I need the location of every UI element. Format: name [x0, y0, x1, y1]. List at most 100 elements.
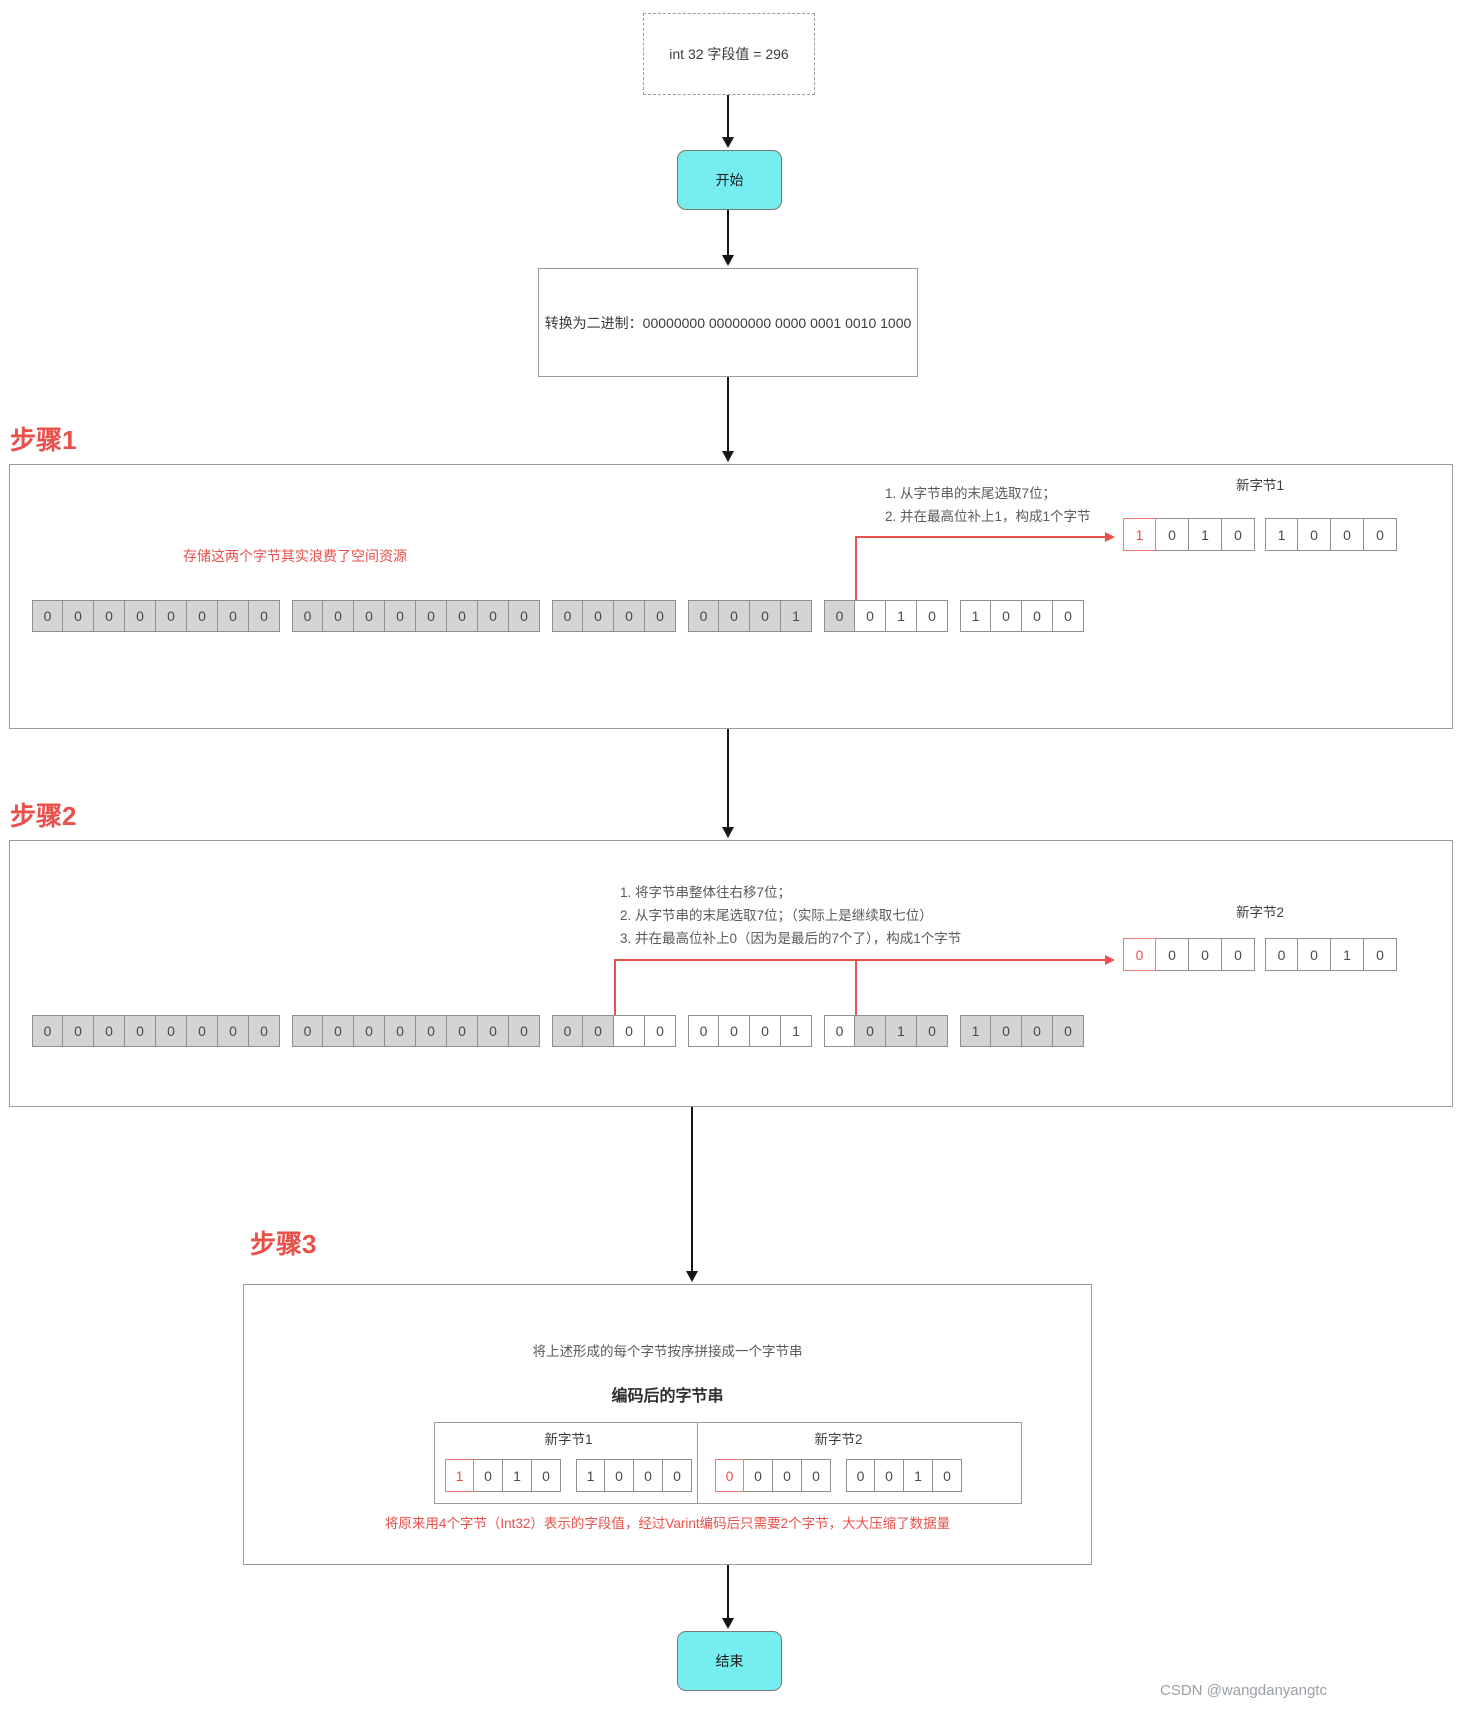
bit-cell: 0 [802, 1459, 831, 1492]
bit-cell: 1 [904, 1459, 933, 1492]
bit-cell: 0 [1265, 938, 1298, 971]
bit-cell: 0 [474, 1459, 503, 1492]
step2-selection-line-vertical-2 [855, 959, 857, 1015]
encoded-bytes-container [434, 1422, 1022, 1504]
bit-cell: 0 [1053, 1015, 1084, 1047]
step2-title: 步骤2 [10, 801, 77, 831]
flow-arrow-step1-to-step2 [722, 729, 734, 838]
step3-concat-text: 将上述形成的每个字节按序拼接成一个字节串 [532, 1344, 803, 1359]
bit-cell: 0 [875, 1459, 904, 1492]
bit-cell: 0 [991, 600, 1022, 632]
bit-cell: 1 [1265, 518, 1298, 551]
bit-cell: 0 [1222, 938, 1255, 971]
bit-cell: 1 [1331, 938, 1364, 971]
bit-cell: 0 [249, 600, 280, 632]
step2-selection-arrowhead [1105, 955, 1115, 965]
bit-cell: 0 [323, 600, 354, 632]
bit-cell: 0 [773, 1459, 802, 1492]
bit-cell: 0 [218, 1015, 249, 1047]
bit-cell: 1 [445, 1459, 474, 1492]
bit-cell: 0 [156, 1015, 187, 1047]
step2-notes: 1. 将字节串整体往右移7位； 2. 从字节串的末尾选取7位；（实际上是继续取七… [620, 881, 961, 950]
bit-cell: 0 [552, 600, 583, 632]
bit-cell: 1 [960, 1015, 991, 1047]
step3-summary-note: 将原来用4个字节（Int32）表示的字段值，经过Varint编码后只需要2个字节… [384, 1516, 951, 1531]
step2-note-line-1: 1. 将字节串整体往右移7位； [620, 885, 792, 900]
step2-note-line-3: 3. 并在最高位补上0（因为是最后的7个了），构成1个字节 [620, 931, 962, 946]
bit-cell: 0 [917, 600, 948, 632]
bit-cell: 0 [32, 600, 63, 632]
bit-cell: 0 [688, 600, 719, 632]
bit-cell: 0 [933, 1459, 962, 1492]
bit-cell: 0 [1298, 518, 1331, 551]
step1-selection-line-horizontal [855, 536, 1105, 538]
watermark: CSDN @wangdanyangtc [1160, 1682, 1327, 1699]
bit-cell: 0 [855, 1015, 886, 1047]
bit-cell: 0 [447, 600, 478, 632]
binary-conversion-box: 转换为二进制：00000000 00000000 0000 0001 0010 … [538, 268, 918, 377]
bit-cell: 1 [960, 600, 991, 632]
bit-cell: 0 [917, 1015, 948, 1047]
bit-cell: 1 [781, 1015, 812, 1047]
bit-cell: 0 [125, 600, 156, 632]
flow-arrow-binary-to-step1 [722, 377, 734, 462]
end-node: 结束 [677, 1631, 782, 1691]
bit-cell: 0 [292, 600, 323, 632]
step1-note-line-2: 2. 并在最高位补上1，构成1个字节 [885, 509, 1091, 524]
bit-cell: 0 [187, 600, 218, 632]
bit-cell: 0 [744, 1459, 773, 1492]
bit-cell: 0 [292, 1015, 323, 1047]
bit-cell: 0 [509, 1015, 540, 1047]
bit-cell: 0 [614, 600, 645, 632]
int32-value-label: int 32 字段值 = 296 [669, 46, 789, 62]
flow-arrow-step3-to-end [722, 1565, 734, 1629]
bit-cell: 0 [719, 1015, 750, 1047]
bit-cell: 0 [94, 600, 125, 632]
bit-cell: 0 [249, 1015, 280, 1047]
bit-cell: 0 [645, 1015, 676, 1047]
step2-new-byte-label: 新字节2 [1235, 905, 1284, 920]
step1-notes: 1. 从字节串的末尾选取7位； 2. 并在最高位补上1，构成1个字节 [885, 482, 1091, 528]
bit-cell: 1 [1189, 518, 1222, 551]
bit-cell: 0 [824, 600, 855, 632]
bit-cell: 0 [354, 1015, 385, 1047]
start-node: 开始 [677, 150, 782, 210]
bit-cell: 0 [532, 1459, 561, 1492]
bit-cell: 0 [1331, 518, 1364, 551]
bit-cell: 1 [781, 600, 812, 632]
flow-arrow-step2-to-step3 [686, 1107, 698, 1282]
bit-cell: 0 [1189, 938, 1222, 971]
bit-cell: 0 [991, 1015, 1022, 1047]
bit-cell: 0 [688, 1015, 719, 1047]
step3-byte2-label: 新字节2 [814, 1432, 863, 1447]
bit-cell: 0 [750, 600, 781, 632]
step2-note-line-2: 2. 从字节串的末尾选取7位；（实际上是继续取七位） [620, 908, 933, 923]
encoded-bytes-divider [697, 1422, 698, 1504]
bit-cell: 0 [645, 600, 676, 632]
bit-cell: 0 [1156, 938, 1189, 971]
bit-cell: 0 [1053, 600, 1084, 632]
bit-cell: 0 [1022, 600, 1053, 632]
step1-box [9, 464, 1453, 729]
bit-cell: 0 [715, 1459, 744, 1492]
bit-cell: 0 [663, 1459, 692, 1492]
end-label: 结束 [715, 1653, 744, 1669]
bit-cell: 0 [634, 1459, 663, 1492]
bit-cell: 0 [385, 600, 416, 632]
step3-title: 步骤3 [250, 1229, 317, 1259]
